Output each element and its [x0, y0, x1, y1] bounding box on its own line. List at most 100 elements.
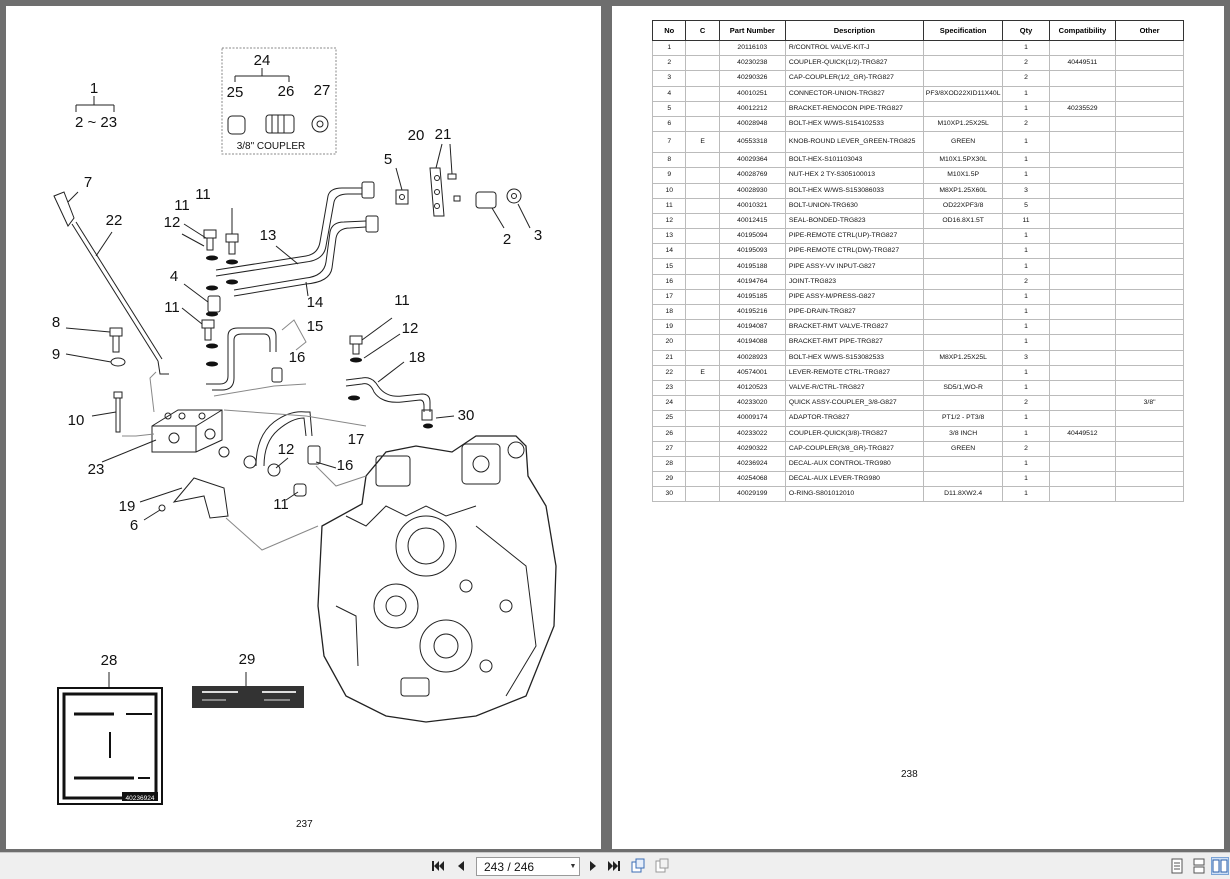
table-cell	[685, 425, 720, 442]
table-cell	[685, 167, 720, 184]
table-cell: VALVE-R/CTRL-TRG827	[784, 379, 924, 397]
table-cell: 40254068	[718, 471, 786, 488]
table-cell: QUICK ASSY-COUPLER_3/8-G827	[784, 395, 924, 412]
export-page-button[interactable]	[653, 857, 671, 875]
table-cell: 40012415	[718, 212, 786, 230]
table-cell	[685, 288, 720, 306]
table-cell	[1048, 115, 1117, 133]
table-cell: 5	[1002, 197, 1050, 214]
table-cell: 40194764	[718, 273, 786, 290]
table-cell: 40233020	[718, 395, 786, 412]
table-cell	[922, 39, 1004, 57]
table-cell	[1115, 303, 1184, 321]
callout-11-a: 11	[174, 197, 190, 214]
previous-page-icon	[458, 861, 464, 871]
last-page-button[interactable]	[606, 857, 622, 875]
table-cell: 40195188	[718, 258, 786, 275]
callout-13: 13	[260, 227, 277, 244]
table-cell: 20116103	[718, 39, 786, 57]
callout-18: 18	[409, 349, 426, 366]
export-page-icon	[655, 858, 669, 873]
table-cell: M8XP1.25X60L	[922, 182, 1004, 199]
table-cell	[1048, 395, 1117, 412]
previous-page-button[interactable]	[454, 857, 468, 875]
table-cell	[685, 440, 720, 457]
table-cell: 40012212	[718, 100, 786, 117]
two-page-icon	[1212, 859, 1228, 873]
table-cell: 15	[651, 258, 687, 275]
table-cell: 40235529	[1048, 100, 1117, 117]
next-page-button[interactable]	[586, 857, 600, 875]
table-cell	[922, 319, 1004, 336]
table-cell: CAP-COUPLER(3/8_GR)-TRG827	[784, 440, 924, 457]
callout-22: 22	[106, 212, 123, 229]
table-cell: KNOB-ROUND LEVER_GREEN-TRG825	[784, 131, 924, 154]
table-cell	[685, 55, 720, 72]
callout-5: 5	[384, 151, 392, 168]
page-selector[interactable]: 243 / 246 ▼	[476, 857, 580, 876]
column-header: Description	[784, 20, 924, 41]
table-cell: 21	[651, 349, 687, 366]
table-cell: OD16.8X1.5T	[922, 212, 1004, 230]
table-cell	[685, 152, 720, 169]
table-cell: 40195094	[718, 228, 786, 245]
table-cell: 3	[651, 70, 687, 87]
table-cell	[1115, 212, 1184, 230]
table-cell	[922, 471, 1004, 488]
table-cell: GREEN	[922, 131, 1004, 154]
callout-25: 25	[227, 84, 244, 101]
table-cell	[922, 273, 1004, 290]
callout-4: 4	[170, 268, 178, 285]
callout-27: 27	[314, 82, 331, 99]
table-cell: 1	[1002, 334, 1050, 351]
table-cell: 6	[651, 115, 687, 133]
table-cell: 22	[651, 364, 687, 381]
document-viewer: 1 2 ~ 23 24 25 26 27 5 20 21 2 3 7 22 11…	[6, 6, 1224, 849]
table-cell: 19	[651, 319, 687, 336]
table-cell: 40028769	[718, 167, 786, 184]
first-page-button[interactable]	[430, 857, 446, 875]
table-cell: DECAL-AUX LEVER-TRG980	[784, 471, 924, 488]
table-cell: 14	[651, 243, 687, 260]
table-cell: 30	[651, 486, 687, 503]
continuous-view-button[interactable]	[1190, 857, 1208, 875]
callout-10: 10	[68, 412, 85, 429]
two-page-view-button[interactable]	[1211, 857, 1229, 875]
table-cell: 1	[1002, 364, 1050, 381]
table-cell: 20	[651, 334, 687, 351]
table-cell	[1115, 182, 1184, 199]
table-cell	[685, 182, 720, 199]
table-cell	[922, 55, 1004, 72]
table-cell	[922, 455, 1004, 473]
copy-page-button[interactable]	[629, 857, 647, 875]
table-cell	[1048, 440, 1117, 457]
table-cell: CONNECTOR-UNION-TRG827	[784, 85, 924, 102]
table-cell: 40290326	[718, 70, 786, 87]
callout-17: 17	[348, 431, 365, 448]
continuous-page-icon	[1193, 858, 1205, 874]
single-page-view-button[interactable]	[1168, 857, 1186, 875]
table-cell	[685, 243, 720, 260]
table-cell: 8	[651, 152, 687, 169]
table-cell	[1115, 258, 1184, 275]
table-cell: 40028930	[718, 182, 786, 199]
table-cell: 1	[651, 39, 687, 57]
table-cell	[1048, 455, 1117, 473]
table-cell	[1115, 288, 1184, 306]
table-cell	[685, 410, 720, 427]
table-cell: 1	[1002, 410, 1050, 427]
table-cell: 26	[651, 425, 687, 442]
table-cell	[1115, 55, 1184, 72]
